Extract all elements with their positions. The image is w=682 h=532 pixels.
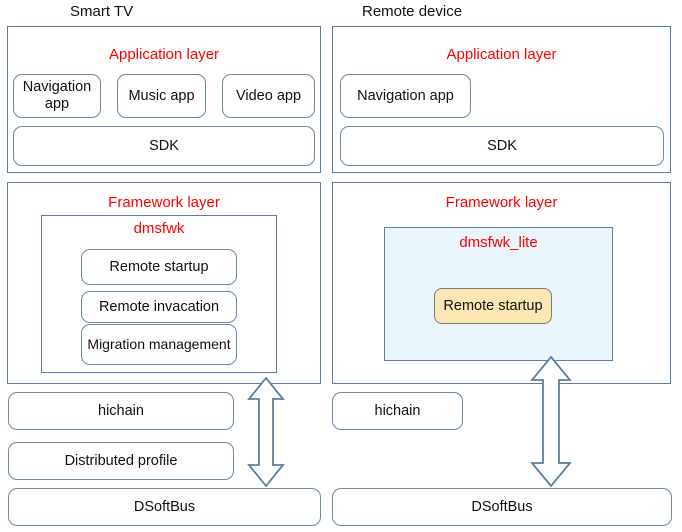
smart-tv-video-app-block[interactable]: Video app: [222, 74, 315, 118]
dmsfwk-lite-remote-startup-block[interactable]: Remote startup: [434, 288, 552, 324]
smart-tv-music-app-block[interactable]: Music app: [117, 74, 206, 118]
column-caption-remote-device: Remote device: [362, 3, 463, 20]
dmsfwk-lite-title: dmsfwk_lite: [459, 234, 538, 251]
dmsfwk-migration-management-block[interactable]: Migration management: [81, 324, 237, 365]
smart-tv-framework-layer-title: Framework layer: [108, 194, 220, 211]
remote-device-hichain-block[interactable]: hichain: [332, 392, 463, 430]
column-caption-smart-tv: Smart TV: [70, 3, 134, 20]
smart-tv-dsoftbus-block[interactable]: DSoftBus: [8, 488, 321, 526]
dmsfwk-remote-invacation-block[interactable]: Remote invacation: [81, 291, 237, 323]
dmsfwk-remote-startup-block[interactable]: Remote startup: [81, 249, 237, 285]
smart-tv-hichain-block[interactable]: hichain: [8, 392, 234, 430]
remote-device-navigation-app-block[interactable]: Navigation app: [340, 74, 471, 118]
remote-device-framework-layer-title: Framework layer: [445, 194, 558, 211]
remote-device-application-layer-title: Application layer: [446, 46, 557, 63]
right-vertical-double-arrow: [530, 355, 572, 488]
smart-tv-application-layer-title: Application layer: [108, 46, 220, 63]
remote-device-dsoftbus-block[interactable]: DSoftBus: [332, 488, 672, 526]
dmsfwk-title: dmsfwk: [133, 220, 185, 237]
smart-tv-distributed-profile-block[interactable]: Distributed profile: [8, 442, 234, 480]
smart-tv-navigation-app-block[interactable]: Navigation app: [13, 74, 101, 118]
smart-tv-sdk-block[interactable]: SDK: [13, 126, 315, 166]
remote-device-sdk-block[interactable]: SDK: [340, 126, 664, 166]
left-vertical-double-arrow: [247, 376, 285, 488]
